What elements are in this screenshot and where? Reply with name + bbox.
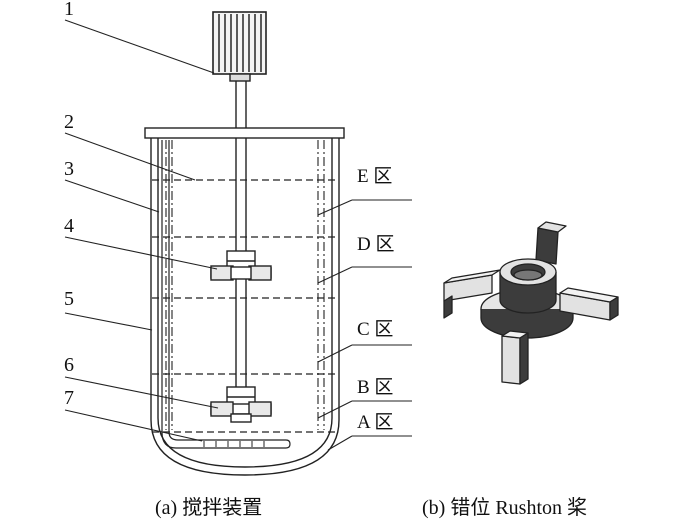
- zone-label-d: D 区: [357, 234, 394, 255]
- lower-impeller: [210, 386, 272, 423]
- callout-4: 4: [64, 215, 74, 237]
- caption-a: (a) 搅拌装置: [155, 496, 262, 519]
- callout-2: 2: [64, 111, 74, 133]
- zone-label-c: C 区: [357, 319, 393, 340]
- callout-5: 5: [64, 288, 74, 310]
- gas-sparger: [161, 140, 291, 449]
- zone-labels: E 区 D 区 C 区 B 区 A 区: [357, 166, 394, 433]
- tank-lid: [144, 127, 345, 139]
- callout-7: 7: [64, 387, 74, 409]
- callout-leaders: [64, 19, 219, 442]
- zone-leaders: [317, 199, 412, 451]
- zone-label-e: E 区: [357, 166, 392, 187]
- motor: [212, 11, 267, 82]
- zone-dividers: [152, 179, 338, 433]
- baffle: [165, 140, 325, 430]
- zone-label-a: A 区: [357, 412, 393, 433]
- zone-label-b: B 区: [357, 377, 393, 398]
- callout-3: 3: [64, 158, 74, 180]
- callout-labels: 1 2 3 4 5 6 7: [64, 0, 74, 409]
- stirred-tank-diagram: [64, 11, 412, 476]
- tank-outer-wall: [150, 138, 340, 476]
- caption-b: (b) 错位 Rushton 桨: [422, 496, 587, 519]
- rushton-impeller-3d: [443, 221, 619, 385]
- callout-1: 1: [64, 0, 74, 20]
- callout-6: 6: [64, 354, 74, 376]
- upper-impeller: [210, 250, 272, 281]
